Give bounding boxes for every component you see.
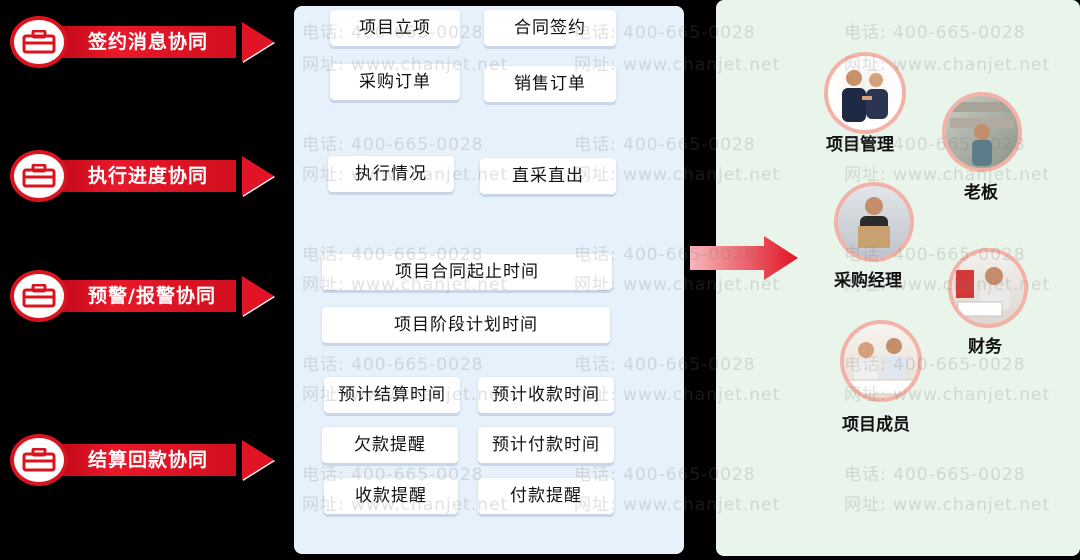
watermark-phone: 电话: 400-665-0028	[844, 23, 1026, 43]
box-stage-plan: 项目阶段计划时间	[322, 307, 610, 343]
watermark-site: 网址: www.chanjet.net	[574, 385, 781, 405]
box-execution-status: 执行情况	[328, 156, 454, 192]
watermark-phone: 电话: 400-665-0028	[302, 23, 484, 43]
watermark-phone: 电话: 400-665-0028	[302, 465, 484, 485]
purchasing-manager-avatar	[834, 182, 914, 262]
right-arrow-icon	[242, 156, 274, 196]
project-manager-avatar	[824, 52, 906, 134]
watermark-phone: 电话: 400-665-0028	[302, 135, 484, 155]
box-payment-reminder: 付款提醒	[478, 478, 614, 514]
watermark-phone: 电话: 400-665-0028	[574, 355, 756, 375]
watermark-site: 网址: www.chanjet.net	[574, 275, 781, 295]
watermark-phone: 电话: 400-665-0028	[844, 465, 1026, 485]
watermark-site: 网址: www.chanjet.net	[844, 55, 1051, 75]
box-direct-purchase: 直采直出	[480, 158, 616, 194]
box-expected-settlement: 预计结算时间	[324, 377, 460, 413]
watermark-site: 网址: www.chanjet.net	[844, 385, 1051, 405]
boss-avatar	[942, 92, 1022, 172]
watermark-phone: 电话: 400-665-0028	[844, 245, 1026, 265]
watermark-site: 网址: www.chanjet.net	[302, 165, 509, 185]
watermark-site: 网址: www.chanjet.net	[302, 55, 509, 75]
right-arrow-icon	[242, 276, 274, 316]
watermark-site: 网址: www.chanjet.net	[574, 165, 781, 185]
watermark-phone: 电话: 400-665-0028	[574, 245, 756, 265]
left-item-progress: 执行进度协同	[6, 150, 274, 202]
project-member-avatar	[840, 320, 922, 402]
box-contract-period: 项目合同起止时间	[322, 254, 612, 290]
right-arrow-icon	[242, 22, 274, 62]
box-expected-receipt: 预计收款时间	[478, 377, 614, 413]
toolbox-icon	[10, 16, 68, 68]
role-label-finance: 财务	[968, 337, 1002, 357]
box-purchase-order: 采购订单	[330, 64, 460, 100]
right-arrow-icon	[242, 440, 274, 480]
box-receipt-reminder: 收款提醒	[324, 478, 458, 514]
role-label-boss: 老板	[964, 183, 998, 203]
left-item-settlement: 结算回款协同	[6, 434, 274, 486]
box-contract-signing: 合同签约	[484, 10, 616, 46]
toolbox-icon	[10, 150, 68, 202]
big-right-arrow-icon	[690, 236, 798, 280]
finance-avatar	[948, 248, 1028, 328]
watermark-site: 网址: www.chanjet.net	[574, 55, 781, 75]
watermark-site: 网址: www.chanjet.net	[302, 385, 509, 405]
watermark-phone: 电话: 400-665-0028	[302, 245, 484, 265]
box-sales-order: 销售订单	[484, 66, 616, 102]
box-expected-payment: 预计付款时间	[478, 427, 614, 463]
box-project-setup: 项目立项	[330, 10, 460, 46]
watermark-site: 网址: www.chanjet.net	[844, 495, 1051, 515]
watermark-site: 网址: www.chanjet.net	[574, 495, 781, 515]
watermark-phone: 电话: 400-665-0028	[844, 355, 1026, 375]
left-item-signing: 签约消息协同	[6, 16, 274, 68]
box-arrears-reminder: 欠款提醒	[322, 427, 458, 463]
role-label-project-member: 项目成员	[842, 415, 910, 435]
watermark-site: 网址: www.chanjet.net	[844, 165, 1051, 185]
watermark-site: 网址: www.chanjet.net	[302, 495, 509, 515]
watermark-site: 网址: www.chanjet.net	[844, 275, 1051, 295]
watermark-phone: 电话: 400-665-0028	[574, 135, 756, 155]
watermark-site: 网址: www.chanjet.net	[302, 275, 509, 295]
watermark-phone: 电话: 400-665-0028	[302, 355, 484, 375]
toolbox-icon	[10, 270, 68, 322]
role-label-project-manager: 项目管理	[826, 135, 894, 155]
left-item-warning: 预警/报警协同	[6, 270, 274, 322]
toolbox-icon	[10, 434, 68, 486]
watermark-phone: 电话: 400-665-0028	[574, 465, 756, 485]
watermark-phone: 电话: 400-665-0028	[574, 23, 756, 43]
watermark-phone: 电话: 400-665-0028	[844, 135, 1026, 155]
role-label-purchasing-manager: 采购经理	[834, 271, 902, 291]
